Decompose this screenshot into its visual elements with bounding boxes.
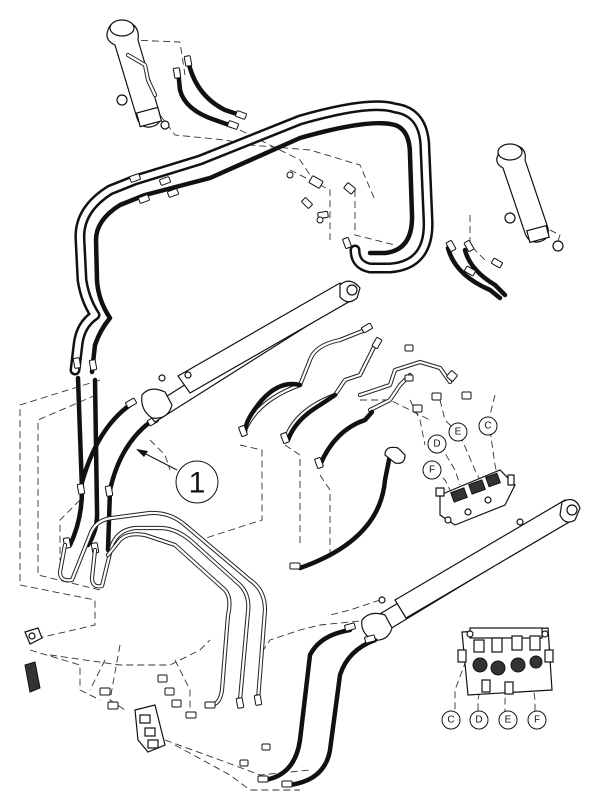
middle-hoses xyxy=(238,381,406,571)
valve-detail-inset xyxy=(457,627,554,696)
top-left-lift-cylinder xyxy=(106,19,170,130)
svg-text:D: D xyxy=(475,715,482,726)
callout-e-lower: E xyxy=(498,710,518,730)
callout-d-lower: D xyxy=(469,710,489,730)
upper-tilt-cylinder xyxy=(141,280,361,423)
callout-e-upper: E xyxy=(448,422,468,442)
lower-port-callouts: C D E F xyxy=(441,710,547,730)
callout-f-upper: F xyxy=(422,460,442,480)
callout-c-upper: C xyxy=(478,416,498,436)
upper-port-callouts: D E C F xyxy=(422,416,498,480)
svg-text:C: C xyxy=(484,421,491,432)
top-right-lift-cylinder xyxy=(496,143,564,252)
lower-left-small-parts xyxy=(24,627,43,693)
svg-text:E: E xyxy=(505,715,512,726)
svg-text:F: F xyxy=(429,465,435,476)
lower-tilt-cylinder xyxy=(361,498,581,641)
main-hose-loop xyxy=(69,100,434,376)
top-left-cylinder-hoses xyxy=(129,55,247,204)
callout-c-lower: C xyxy=(441,710,461,730)
item-number-label: 1 xyxy=(189,467,206,500)
control-valve xyxy=(435,469,516,526)
svg-text:C: C xyxy=(447,715,454,726)
lower-hoses xyxy=(239,622,378,788)
center-top-fittings xyxy=(286,171,356,249)
svg-text:F: F xyxy=(534,715,540,726)
svg-text:E: E xyxy=(455,427,462,438)
callout-d-upper: D xyxy=(427,434,447,454)
left-hoses xyxy=(62,357,159,554)
svg-text:D: D xyxy=(433,439,440,450)
callout-f-lower: F xyxy=(527,710,547,730)
top-right-cylinder-hoses xyxy=(445,240,508,301)
lower-left-valve-block xyxy=(99,674,182,753)
lower-tube-bundle xyxy=(57,510,268,719)
item-1-callout: 1 xyxy=(136,449,219,504)
center-tubes-upper xyxy=(242,322,472,443)
